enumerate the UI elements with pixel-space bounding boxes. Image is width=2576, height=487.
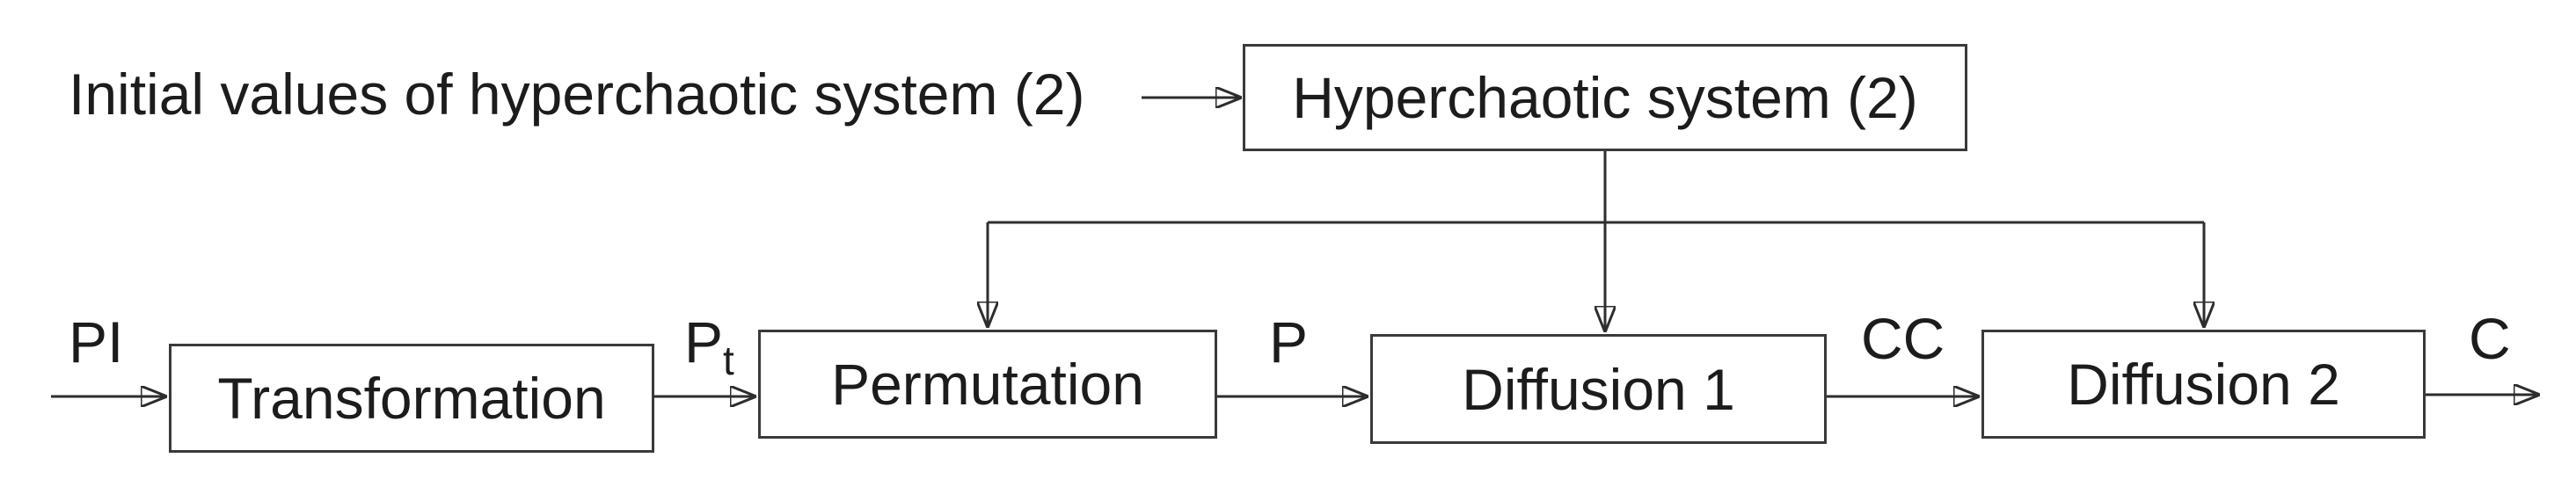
node-hyperchaotic-system: Hyperchaotic system (2) [1243,44,1967,151]
signal-label-c: C [2469,306,2511,371]
signal-label-cc: CC [1861,306,1945,371]
node-permutation: Permutation [758,330,1217,439]
initial-values-label: Initial values of hyperchaotic system (2… [69,62,1085,127]
signal-label-pt-base: P [684,309,724,374]
signal-label-pt: Pt [684,313,734,381]
node-diffusion-2: Diffusion 2 [1981,330,2426,439]
signal-label-pi: PI [69,309,124,374]
signal-label-pt-subscript: t [723,338,734,383]
node-diffusion-1: Diffusion 1 [1370,334,1827,444]
node-transformation: Transformation [169,344,654,453]
signal-label-p: P [1269,309,1309,374]
